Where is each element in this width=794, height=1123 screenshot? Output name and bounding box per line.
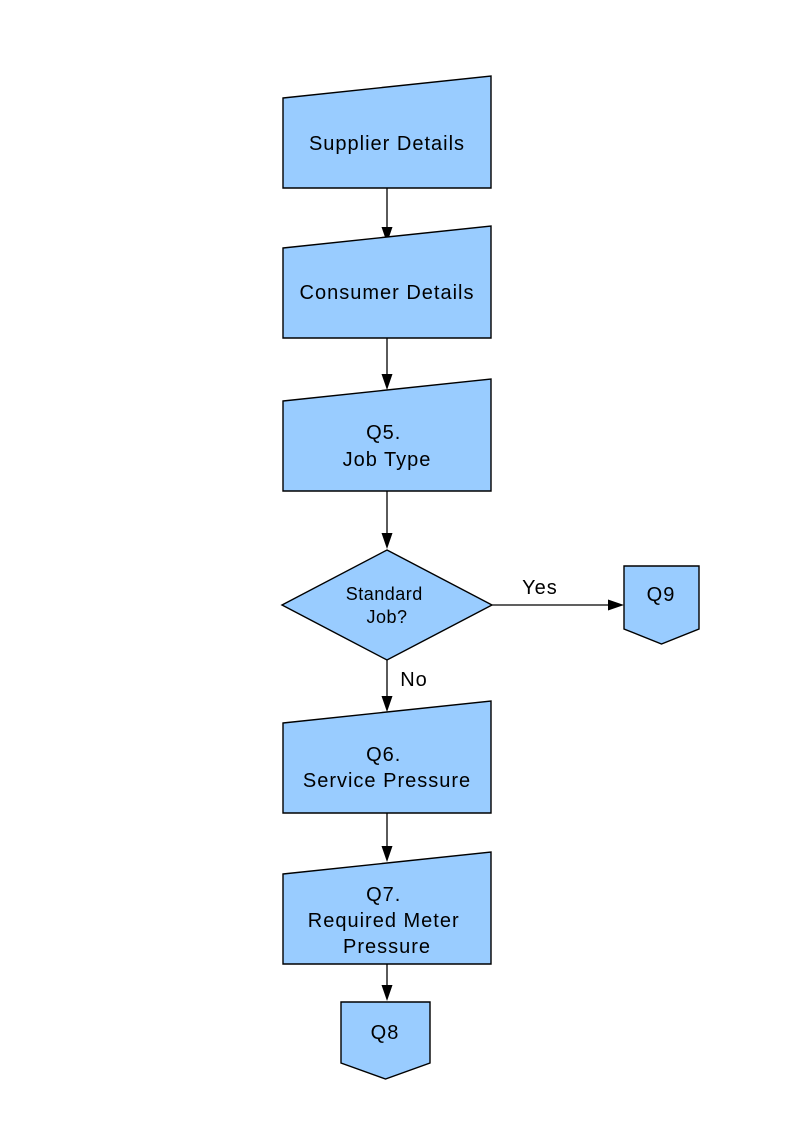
node-label: Q5. Job Type (343, 422, 432, 471)
arrowhead-icon (381, 374, 393, 390)
node-q6-service-pressure: Q6. Service Pressure (282, 700, 492, 814)
node-label: Standard Job? (346, 584, 429, 627)
arrowhead-icon (381, 227, 393, 243)
node-label: Q6. Service Pressure (303, 744, 471, 792)
edge-label-yes: Yes (522, 577, 558, 599)
arrow-decision-to-q6: No (381, 660, 428, 712)
node-q9-connector: Q9 (623, 565, 700, 645)
node-q7-required-meter-pressure: Q7. Required Meter Pressure (282, 851, 492, 965)
arrow-q7-to-q8 (381, 964, 393, 1001)
arrowhead-icon (381, 846, 393, 862)
arrowhead-icon (608, 599, 624, 611)
node-label: Consumer Details (300, 282, 475, 304)
arrow-consumer-to-q5 (381, 338, 393, 390)
node-q5-job-type: Q5. Job Type (282, 378, 492, 492)
node-supplier-details: Supplier Details (282, 75, 492, 189)
node-label: Q7. Required Meter Pressure (308, 884, 466, 958)
node-q8-connector: Q8 (340, 1001, 431, 1080)
edge-label-no: No (400, 669, 428, 691)
arrow-supplier-to-consumer (381, 188, 393, 243)
arrowhead-icon (381, 696, 393, 712)
off-page-connector-shape (340, 1001, 431, 1080)
manual-input-shape (282, 75, 492, 189)
node-label: Q8 (371, 1022, 400, 1044)
arrowhead-icon (381, 985, 393, 1001)
node-consumer-details: Consumer Details (282, 225, 492, 339)
node-label: Supplier Details (309, 133, 465, 155)
manual-input-shape (282, 378, 492, 492)
off-page-connector-shape (623, 565, 700, 645)
arrow-q6-to-q7 (381, 813, 393, 862)
manual-input-shape (282, 851, 492, 965)
manual-input-shape (282, 700, 492, 814)
arrow-decision-to-q9: Yes (492, 577, 624, 611)
node-label: Q9 (647, 584, 676, 606)
node-standard-job-decision: Standard Job? (280, 549, 494, 661)
arrowhead-icon (381, 533, 393, 549)
arrow-q5-to-decision (381, 491, 393, 549)
manual-input-shape (282, 225, 492, 339)
